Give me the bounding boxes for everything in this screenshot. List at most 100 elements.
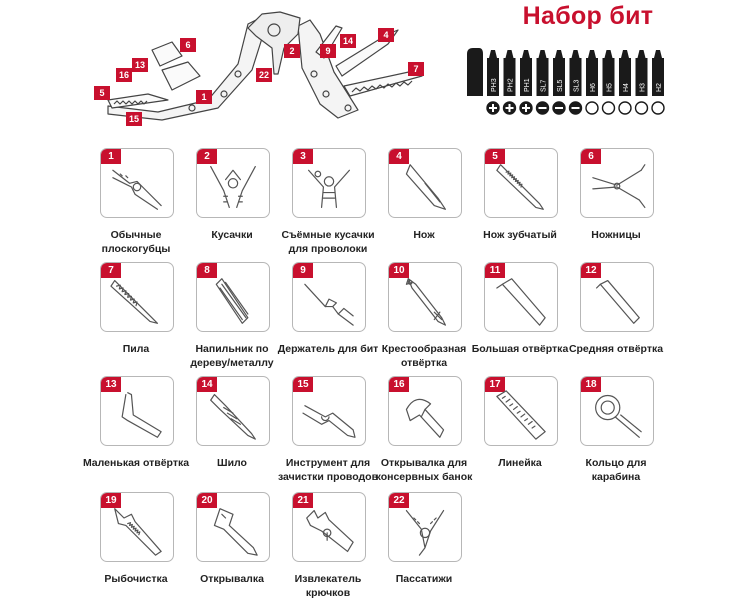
tool-card-9: 9 xyxy=(292,262,366,332)
tool-number-badge: 12 xyxy=(581,263,601,278)
tool-number-badge: 18 xyxy=(581,377,601,392)
tool-card-18: 18 xyxy=(580,376,654,446)
tool-number-badge: 5 xyxy=(485,149,505,164)
callout-label: 2 xyxy=(284,44,300,58)
tool-label: Кольцо для карабина xyxy=(585,457,647,483)
tool-number-badge: 8 xyxy=(197,263,217,278)
bit-h4: H4 xyxy=(618,50,632,115)
callout-label: 5 xyxy=(94,86,110,100)
tool-card-16: 16 xyxy=(388,376,462,446)
multitool-illustration: 1 2 4 5 6 7 9 13 14 15 16 22 xyxy=(88,4,448,128)
bit-h2: H2 xyxy=(651,50,665,115)
knife-icon xyxy=(405,164,447,210)
tool-number-badge: 16 xyxy=(389,377,409,392)
fish-scaler-icon xyxy=(114,508,162,556)
bit-code-label: H4 xyxy=(623,83,630,92)
tool-label: Инструмент для зачистки проводов xyxy=(277,457,379,483)
tool-label: Пассатижи xyxy=(395,573,453,585)
tool-number-badge: 3 xyxy=(293,149,313,164)
tool-card-21: 21 xyxy=(292,492,366,562)
bit-code-label: PH3 xyxy=(491,78,498,92)
tool-card-10: 10 xyxy=(388,262,462,332)
medium-screwdriver-icon xyxy=(595,279,640,324)
bit-sl3: SL3 xyxy=(568,50,583,115)
tool-number-badge: 4 xyxy=(389,149,409,164)
tool-label: Маленькая отвёртка xyxy=(82,457,190,469)
tool-number-badge: 6 xyxy=(581,149,601,164)
tool-card-14: 14 xyxy=(196,376,270,446)
bit-code-label: SL7 xyxy=(541,79,548,92)
bit-holder-icon xyxy=(304,283,354,326)
tool-card-1: 1 xyxy=(100,148,174,218)
bit-code-label: PH1 xyxy=(524,78,531,92)
bit-h6: H6 xyxy=(585,50,599,115)
tool-number-badge: 10 xyxy=(389,263,409,278)
carabiner-ring-icon xyxy=(595,394,642,438)
tool-card-11: 11 xyxy=(484,262,558,332)
wire-stripper-icon xyxy=(302,405,356,438)
callout-label: 1 xyxy=(196,90,212,104)
callout-label: 7 xyxy=(408,62,424,76)
callout-label: 9 xyxy=(320,44,336,58)
bits-title: Набор бит xyxy=(522,2,654,30)
bit-ph1: PH1 xyxy=(519,50,533,115)
tool-label: Открывалка для консервных банок xyxy=(375,457,473,483)
small-screwdriver-icon xyxy=(121,392,162,438)
tool-label: Напильник по дереву/металлу xyxy=(190,343,274,369)
saw-icon xyxy=(110,279,159,324)
tool-label: Извлекатель крючков xyxy=(294,573,362,599)
tool-label: Нож xyxy=(413,229,435,241)
callout-label: 4 xyxy=(378,28,394,42)
bit-code-label: H5 xyxy=(607,83,614,92)
callout-label: 15 xyxy=(126,112,142,126)
tool-number-badge: 19 xyxy=(101,493,121,508)
tool-card-5: 5 xyxy=(484,148,558,218)
tool-label: Крестообразная отвёртка xyxy=(381,343,467,369)
tool-card-19: 19 xyxy=(100,492,174,562)
bit-sl7: SL7 xyxy=(535,50,550,115)
hook-remover-icon xyxy=(306,509,354,553)
awl-icon xyxy=(210,393,256,440)
tool-number-badge: 20 xyxy=(197,493,217,508)
callout-label: 13 xyxy=(132,58,148,72)
bit-code-label: SL5 xyxy=(557,79,564,92)
bit-h5: H5 xyxy=(601,50,616,115)
bit-h3: H3 xyxy=(634,50,649,115)
tool-label: Обычные плоскогубцы xyxy=(101,229,171,255)
tool-label: Пила xyxy=(122,343,150,355)
tool-card-13: 13 xyxy=(100,376,174,446)
tool-label: Ножницы xyxy=(591,229,641,241)
tool-card-12: 12 xyxy=(580,262,654,332)
bit-code-label: H6 xyxy=(590,83,597,92)
bit-sl5: SL5 xyxy=(552,50,566,115)
callout-label: 14 xyxy=(340,34,356,48)
large-screwdriver-icon xyxy=(496,278,546,326)
tool-number-badge: 2 xyxy=(197,149,217,164)
multitool-icon xyxy=(107,11,423,121)
tool-card-2: 2 xyxy=(196,148,270,218)
tool-number-badge: 22 xyxy=(389,493,409,508)
callout-label: 22 xyxy=(256,68,272,82)
tool-label: Нож зубчатый xyxy=(483,229,557,241)
bit-code-label: H3 xyxy=(640,83,647,92)
tool-number-badge: 11 xyxy=(485,263,505,278)
tool-card-7: 7 xyxy=(100,262,174,332)
can-opener-icon xyxy=(405,398,445,438)
tool-card-4: 4 xyxy=(388,148,462,218)
callout-label: 16 xyxy=(116,68,132,82)
tool-number-badge: 7 xyxy=(101,263,121,278)
tool-label: Съёмные кусачки для проволоки xyxy=(281,229,375,255)
tool-label: Большая отвёртка xyxy=(471,343,569,355)
bottle-opener-icon xyxy=(213,508,258,556)
bit-code-label: SL3 xyxy=(574,79,581,92)
wire-cutter-icon xyxy=(210,165,256,209)
tool-number-badge: 21 xyxy=(293,493,313,508)
tool-number-badge: 17 xyxy=(485,377,505,392)
tool-card-3: 3 xyxy=(292,148,366,218)
removable-cutter-icon xyxy=(307,169,351,209)
cross-screwdriver-icon xyxy=(405,278,447,326)
bit-code-label: H2 xyxy=(656,83,663,92)
